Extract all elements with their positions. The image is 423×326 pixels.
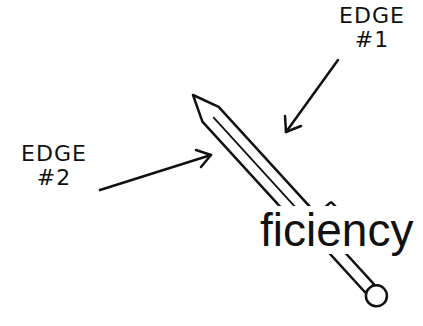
sword (171, 75, 406, 324)
edge-label: EDGE #1 (330, 4, 414, 52)
blade-fuller (213, 117, 306, 219)
arrow-head (196, 150, 211, 167)
leader-arrow (100, 155, 211, 190)
arrow-head (285, 116, 301, 132)
slide-title-fragment: ficiency (258, 206, 415, 254)
sword-pommel (362, 281, 392, 311)
leader-arrow (286, 60, 338, 132)
edge-label: EDGE #2 (12, 142, 96, 190)
